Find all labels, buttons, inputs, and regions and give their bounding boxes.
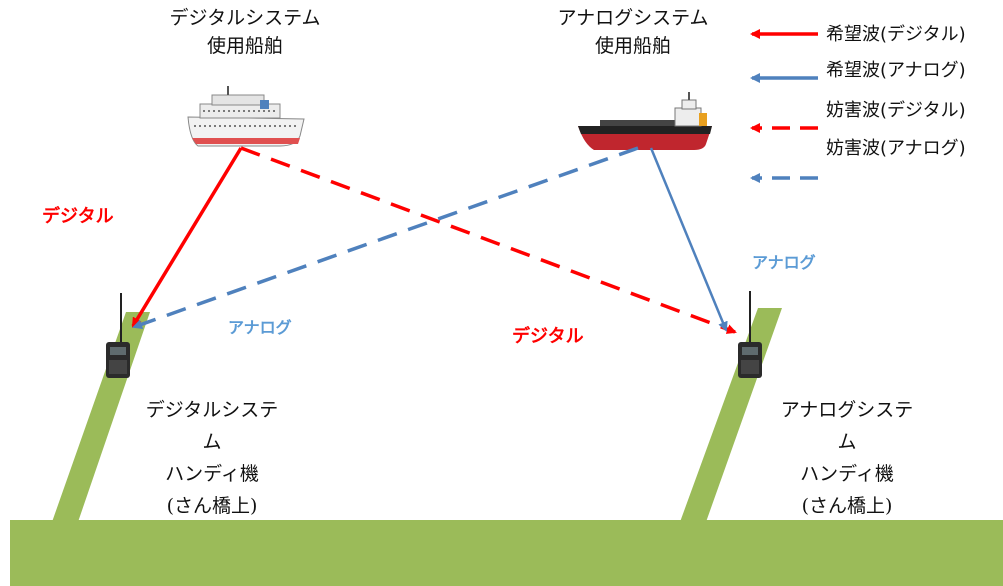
analog-desired-line bbox=[649, 147, 728, 332]
legend-interference-digital: 妨害波(デジタル) bbox=[826, 100, 966, 121]
analog-radio-label-line3: ハンディ機 bbox=[800, 463, 894, 485]
digital-radio-label-line2: ム bbox=[202, 431, 222, 453]
legend-desired-digital: 希望波(デジタル) bbox=[826, 24, 966, 45]
analog-ship-title-line2: 使用船舶 bbox=[594, 35, 671, 57]
digital-radio-label: デジタルシステ ム ハンディ機 (さん橋上) bbox=[97, 394, 327, 522]
digital-direct-label: デジタル bbox=[42, 206, 114, 227]
analog-ship-title-line1: アナログシステム bbox=[557, 7, 709, 29]
digital-interference-line bbox=[240, 146, 737, 334]
digital-ship-title-line2: 使用船舶 bbox=[206, 35, 283, 57]
analog-radio-icon bbox=[738, 342, 762, 378]
legend-arrows bbox=[750, 29, 818, 183]
digital-desired-line bbox=[131, 147, 243, 328]
analog-radio-label-line4: (さん橋上) bbox=[801, 495, 893, 517]
analog-interference-line bbox=[132, 146, 639, 330]
analog-radio-label: アナログシステ ム ハンディ機 (さん橋上) bbox=[732, 394, 962, 522]
digital-interference-label: デジタル bbox=[512, 326, 584, 347]
legend-interference-analog: 妨害波(アナログ) bbox=[826, 138, 966, 159]
analog-radio-label-line1: アナログシステ bbox=[780, 399, 914, 421]
ground bbox=[10, 520, 1003, 586]
digital-radio-label-line3: ハンディ機 bbox=[165, 463, 259, 485]
digital-ship-title-line1: デジタルシステム bbox=[169, 7, 321, 29]
digital-radio-icon bbox=[106, 342, 130, 378]
analog-ship-title: アナログシステム 使用船舶 bbox=[523, 4, 743, 60]
digital-radio-label-line4: (さん橋上) bbox=[166, 495, 258, 517]
analog-ship bbox=[578, 92, 712, 150]
analog-radio-label-line2: ム bbox=[837, 431, 857, 453]
analog-interference-label: アナログ bbox=[228, 318, 292, 337]
analog-direct-label: アナログ bbox=[752, 253, 816, 272]
digital-ship-title: デジタルシステム 使用船舶 bbox=[135, 4, 355, 60]
digital-ship bbox=[187, 86, 305, 147]
digital-radio-label-line1: デジタルシステ bbox=[145, 399, 279, 421]
legend-desired-analog: 希望波(アナログ) bbox=[826, 60, 966, 81]
